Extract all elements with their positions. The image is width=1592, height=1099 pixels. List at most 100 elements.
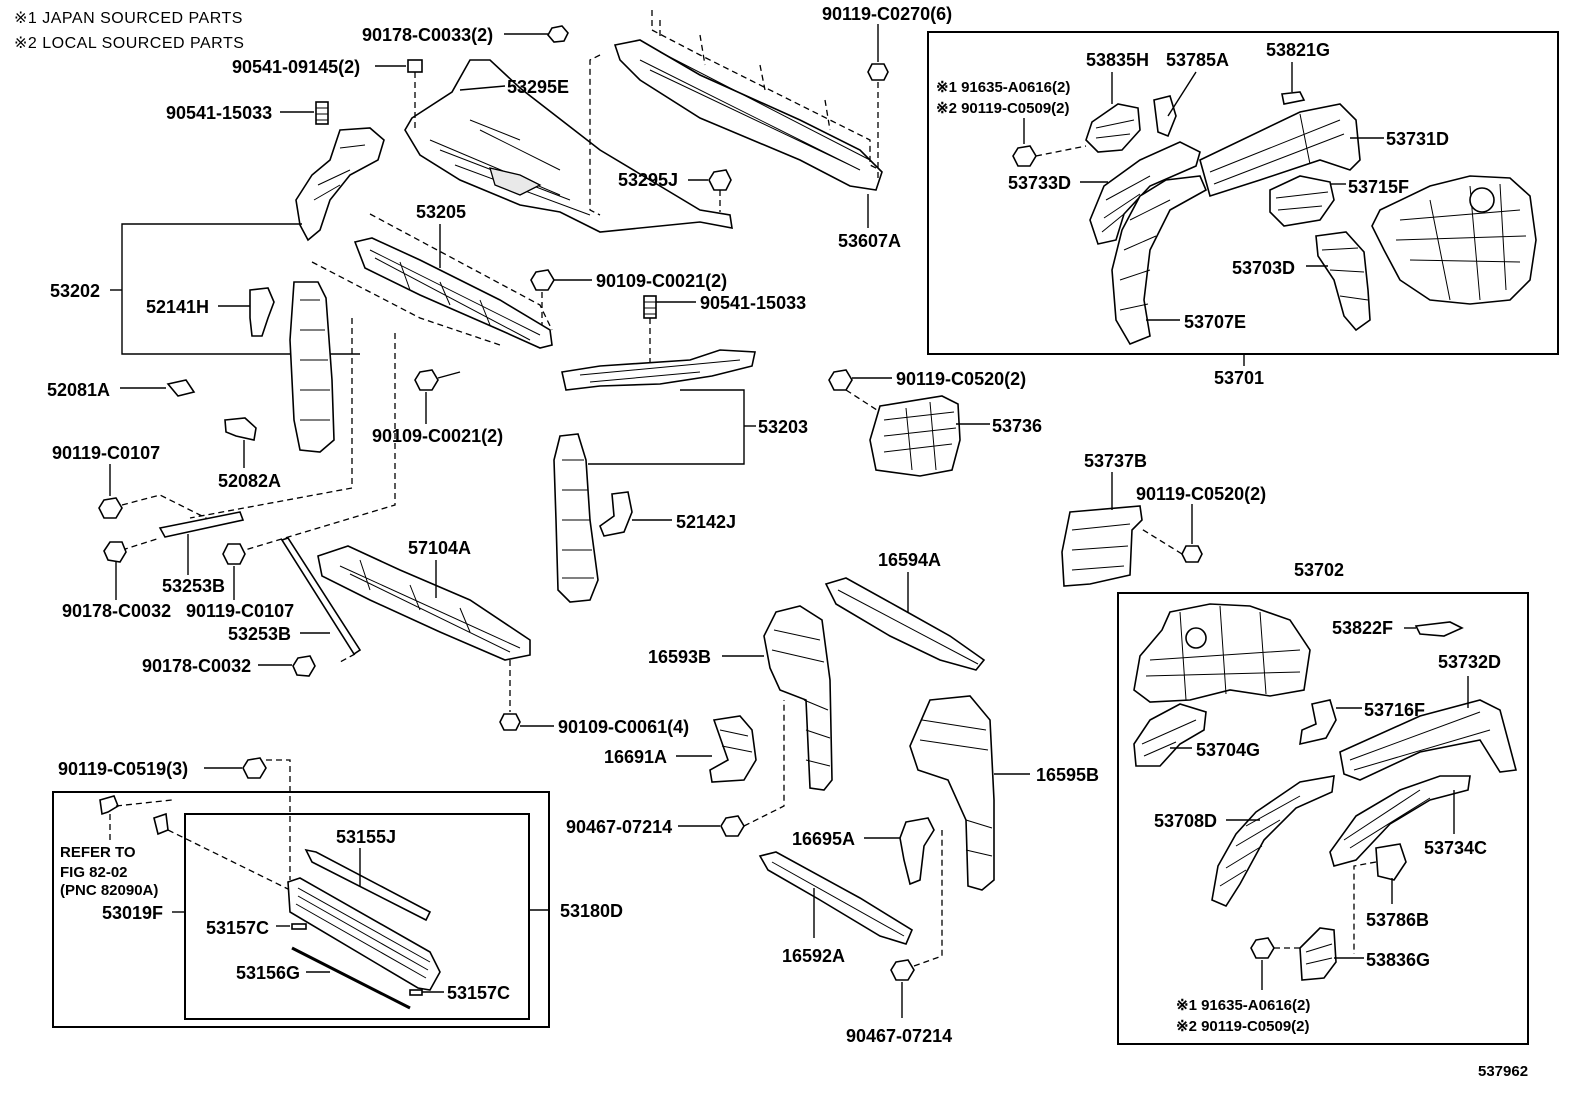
part-53157C-upper — [276, 923, 307, 930]
part-16594A — [824, 572, 986, 671]
bolt-90467-07214-left — [678, 700, 785, 837]
label-90178-C0032-upper: 90178-C0032 — [62, 601, 171, 621]
label-90119-C0107-lower: 90119-C0107 — [186, 601, 294, 621]
label-16592A: 16592A — [782, 946, 845, 966]
part-16593B — [722, 605, 833, 791]
bolt-90467-07214-right — [890, 830, 943, 1018]
part-53732D — [1339, 676, 1518, 781]
part-53716F — [1299, 699, 1362, 746]
part-53180D-shutter — [287, 877, 441, 991]
group-box-53180D — [184, 813, 530, 1020]
bolt-90109-C0021-upper — [530, 269, 592, 325]
part-53715F — [1269, 175, 1346, 227]
label-90119-C0509-lower: ※2 90119-C0509(2) — [1176, 1018, 1310, 1035]
label-53253B-lower: 53253B — [228, 624, 291, 644]
label-53734C: 53734C — [1424, 838, 1487, 858]
label-90541-09145: 90541-09145(2) — [232, 57, 360, 77]
label-53835H: 53835H — [1086, 50, 1149, 70]
label-57104A: 57104A — [408, 538, 471, 558]
part-53731D — [1199, 103, 1384, 198]
group-box-53701 — [927, 31, 1559, 355]
label-53295J: 53295J — [618, 170, 678, 190]
label-90178-C0033: 90178-C0033(2) — [362, 25, 493, 45]
part-16592A — [758, 851, 914, 945]
label-53731D: 53731D — [1386, 129, 1449, 149]
part-53733D — [1080, 141, 1201, 245]
clip-90541-15033-mid — [643, 295, 696, 362]
label-90541-15033-left: 90541-15033 — [166, 103, 272, 123]
bolt-90119-C0520-upper — [828, 369, 892, 413]
bolt-90119-C0520-lower — [1139, 504, 1203, 563]
label-91635-A0616-lower: ※1 91635-A0616(2) — [1176, 997, 1310, 1014]
bracket-53202 — [121, 223, 360, 355]
label-52141H: 52141H — [146, 297, 209, 317]
label-90467-07214-left: 90467-07214 — [566, 817, 672, 837]
label-16593B: 16593B — [648, 647, 711, 667]
label-52142J: 52142J — [676, 512, 736, 532]
label-53703D: 53703D — [1232, 258, 1295, 278]
bolt-90119-C0270 — [867, 24, 889, 180]
part-52142J — [599, 491, 672, 537]
label-53702: 53702 — [1294, 560, 1344, 580]
label-53715F: 53715F — [1348, 177, 1409, 197]
label-refer-line1: REFER TO — [60, 844, 136, 861]
clip-90541-15033-left — [280, 101, 329, 125]
part-52141H — [218, 287, 275, 337]
label-53736: 53736 — [992, 416, 1042, 436]
clip-53295J — [708, 169, 732, 212]
bolt-90109-C0061 — [499, 660, 554, 731]
label-52082A: 52082A — [218, 471, 281, 491]
part-53253B-lower — [280, 537, 362, 663]
label-90109-C0061: 90109-C0061(4) — [558, 717, 689, 737]
part-53822F — [1404, 621, 1464, 637]
part-52082A — [224, 417, 257, 468]
label-53157C-lower: 53157C — [447, 983, 510, 1003]
bolt-90109-C0021-lower — [414, 369, 461, 424]
label-90119-C0270: 90119-C0270(6) — [822, 4, 952, 24]
part-refer-bracket — [99, 795, 291, 891]
label-53707E: 53707E — [1184, 312, 1246, 332]
label-53607A: 53607A — [838, 231, 901, 251]
bolt-90178-C0033 — [504, 25, 569, 43]
bolt-90119-C0107-lower — [222, 543, 246, 600]
part-53156G — [291, 946, 411, 1010]
label-53019F: 53019F — [102, 903, 163, 923]
part-53295E — [404, 59, 733, 233]
group-box-53019F — [52, 791, 550, 1028]
bolt-90119-C0519 — [204, 757, 291, 880]
clip-90541-09145 — [375, 59, 423, 130]
label-53708D: 53708D — [1154, 811, 1217, 831]
label-16594A: 16594A — [878, 550, 941, 570]
part-53836G — [1299, 927, 1364, 981]
part-53785A — [1153, 71, 1197, 138]
label-refer-line3: (PNC 82090A) — [60, 882, 158, 899]
label-90467-07214-right: 90467-07214 — [846, 1026, 952, 1046]
label-90178-C0032-lower: 90178-C0032 — [142, 656, 251, 676]
part-53704G — [1133, 703, 1207, 767]
part-53155J — [304, 848, 432, 922]
part-53253B-upper — [121, 511, 245, 575]
part-53835H — [1085, 72, 1141, 153]
note-japan-sourced: ※1 JAPAN SOURCED PARTS — [14, 10, 243, 27]
label-53716F: 53716F — [1364, 700, 1425, 720]
label-53203: 53203 — [758, 417, 808, 437]
group-box-53702 — [1117, 592, 1529, 1045]
drawing-number: 537962 — [1478, 1063, 1528, 1080]
label-53155J: 53155J — [336, 827, 396, 847]
part-53702-apron — [1133, 603, 1311, 703]
label-90119-C0520-lower: 90119-C0520(2) — [1136, 484, 1266, 504]
label-16695A: 16695A — [792, 829, 855, 849]
part-53203-upper — [561, 349, 756, 391]
part-53786B — [1353, 843, 1407, 954]
label-53785A: 53785A — [1166, 50, 1229, 70]
part-53736 — [869, 395, 990, 477]
part-16691A — [676, 715, 757, 783]
label-53202: 53202 — [50, 281, 100, 301]
label-91635-A0616-upper: ※1 91635-A0616(2) — [936, 79, 1070, 96]
label-53786B: 53786B — [1366, 910, 1429, 930]
bolt-90119-C0107-upper — [98, 464, 211, 521]
bolt-91635-A0616-upper — [1012, 118, 1087, 167]
part-53203-side — [553, 433, 599, 603]
part-16695A — [864, 817, 935, 886]
